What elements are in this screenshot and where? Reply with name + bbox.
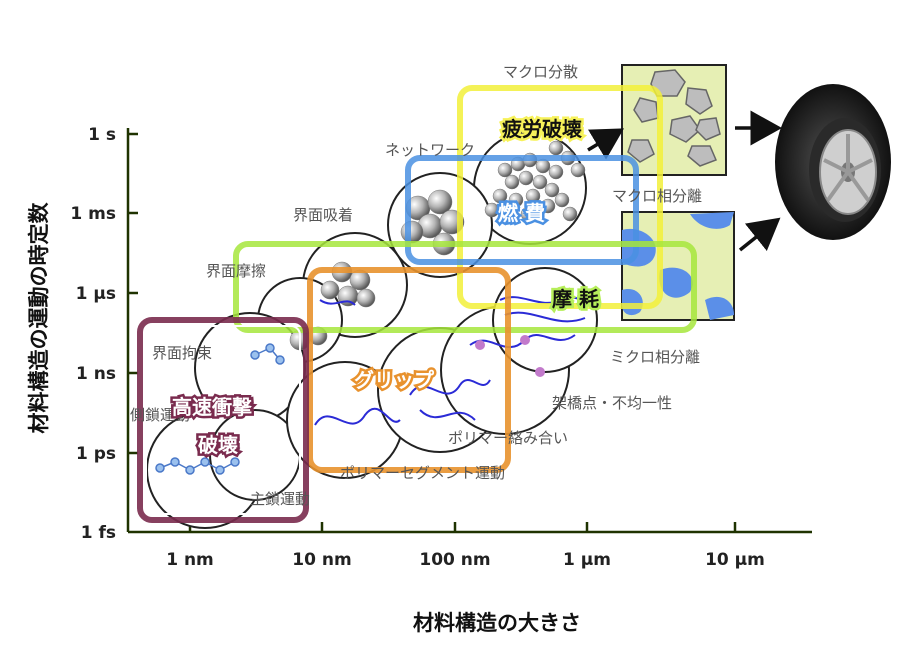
label-fuel-economy: 燃 費 [498,201,545,225]
y-tick-1ms: 1 ms [70,204,116,224]
macro-dispersion-panel [621,64,727,176]
label-interface-restraint: 界面拘束 [152,344,212,362]
label-polymer-entanglement: ポリマー絡み合い [448,429,568,447]
x-axis-title: 材料構造の大きさ [413,611,581,635]
label-interface-friction: 界面摩擦 [206,262,266,280]
x-tick-10um: 10 μm [705,550,765,570]
label-micro-phase-separation: ミクロ相分離 [610,348,700,366]
label-interface-adsorption: 界面吸着 [293,206,353,224]
y-tick-1us: 1 μs [76,284,116,304]
side-chain-molecule [155,343,285,475]
label-main-chain-motion: 主鎖運動 [250,490,310,508]
y-tick-1fs: 1 fs [81,523,116,543]
label-polymer-segment-motion: ポリマーセグメント運動 [340,464,505,482]
label-fatigue-fracture: 疲労破壊 [502,117,583,141]
structure-labels: マクロ分散 マクロ相分離 ネットワーク 界面吸着 界面摩擦 界面拘束 側鎖運動 … [130,63,702,508]
x-tick-1um: 1 μm [563,550,611,570]
label-macro-phase-separation: マクロ相分離 [612,187,702,205]
property-labels: 疲労破壊 燃 費 摩 耗 グリップ 高速衝撃 破壊 [170,115,602,460]
wear-region [233,241,697,333]
property-regions [137,85,697,523]
label-side-chain-motion: 側鎖運動 [130,406,190,424]
impact-region [137,317,309,523]
macro-phase-separation-panel [621,211,735,321]
fuel-region [405,155,639,265]
axes: 1 s 1 ms 1 μs 1 ns 1 ps 1 fs 1 nm 10 nm … [27,125,812,635]
arrows-to-tire [587,110,782,252]
y-tick-1ns: 1 ns [76,364,116,384]
y-tick-1s: 1 s [88,125,116,145]
label-high-speed-impact: 高速衝撃 [172,395,252,419]
label-grip: グリップ [354,368,435,392]
label-crosslink-heterogeneity: 架橋点・不均一性 [552,394,672,412]
label-network: ネットワーク [385,141,475,159]
label-macro-dispersion: マクロ分散 [503,63,578,81]
x-tick-10nm: 10 nm [292,550,351,570]
label-wear: 摩 耗 [552,287,599,311]
grip-region [307,267,511,473]
y-axis-title: 材料構造の運動の時定数 [27,202,51,434]
x-tick-1nm: 1 nm [166,550,214,570]
y-tick-1ps: 1 ps [76,444,116,464]
crosslink-dots [475,335,545,377]
tire-image [775,84,891,240]
fatigue-region [457,85,663,309]
label-fracture: 破壊 [198,433,239,457]
x-tick-100nm: 100 nm [419,550,490,570]
